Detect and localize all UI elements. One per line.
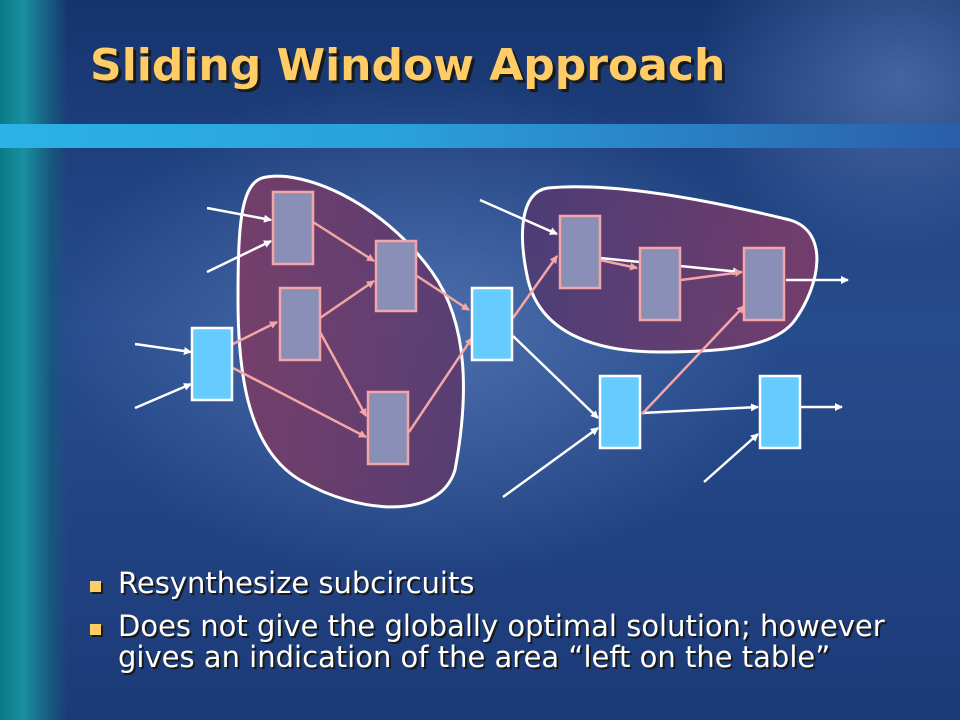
gate-a	[271, 190, 315, 266]
gate-d	[366, 390, 410, 466]
gate-f	[638, 246, 682, 322]
gate-e	[558, 214, 602, 290]
square-bullet-icon	[90, 581, 101, 592]
wire-e-to-f	[599, 258, 638, 271]
bullet-item: Does not give the globally optimal solut…	[90, 611, 950, 673]
wire-middle-to-lower	[512, 335, 599, 419]
wire-input-to-d	[232, 366, 367, 439]
square-bullet-icon	[90, 624, 101, 635]
wire-f-to-g	[680, 268, 743, 282]
wire-d-to-middle	[407, 337, 474, 433]
title-underline-band	[0, 124, 960, 148]
wire-c-to-d	[318, 331, 368, 417]
bullet-list: Resynthesize subcircuits Does not give t…	[90, 568, 950, 685]
gate-b	[374, 239, 418, 313]
gate-output	[758, 374, 802, 450]
bullet-item: Resynthesize subcircuits	[90, 568, 950, 599]
wire-in-4	[134, 382, 192, 410]
gate-g	[742, 246, 786, 322]
gate-middle	[470, 286, 514, 362]
gate-lower	[598, 374, 642, 450]
wire-c-to-b	[319, 279, 375, 320]
wire-lower-to-g	[641, 305, 745, 415]
wire-middle-to-e	[511, 255, 559, 319]
wire-in-2	[206, 239, 272, 274]
slide-title: Sliding Window Approach	[90, 40, 726, 91]
wire-input-to-c	[232, 320, 278, 346]
wire-a-to-b	[312, 220, 375, 263]
wire-in-1	[206, 206, 272, 223]
wire-in-3	[134, 342, 192, 355]
gate-c	[278, 286, 322, 362]
gate-input	[190, 326, 234, 402]
wire-lower-to-output	[641, 403, 759, 415]
bullet-text: Does not give the globally optimal solut…	[118, 609, 885, 674]
wire-in-6	[502, 426, 599, 499]
wire-b-to-middle	[416, 274, 470, 312]
bullet-text: Resynthesize subcircuits	[118, 566, 475, 600]
left-accent-strip	[0, 0, 68, 720]
wire-in-5	[479, 198, 558, 236]
wire-in-7	[703, 433, 759, 483]
